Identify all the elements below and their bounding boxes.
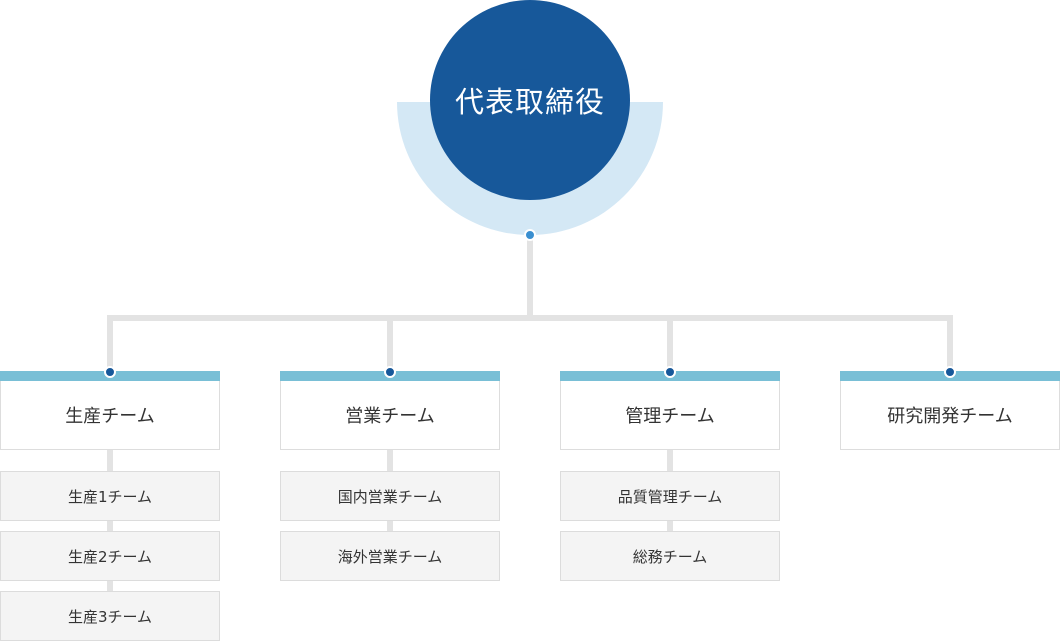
subteam-label: 生産3チーム — [67, 607, 153, 626]
subteam-box: 生産3チーム — [0, 591, 220, 641]
subteam-box: 生産2チーム — [0, 531, 220, 581]
subteam-label: 生産1チーム — [67, 487, 153, 506]
team-connector-line-3 — [667, 318, 673, 371]
subteam-label: 品質管理チーム — [617, 487, 723, 506]
ceo-node: 代表取締役 — [430, 0, 630, 200]
subteam-box: 国内営業チーム — [280, 471, 500, 521]
team-label: 研究開発チーム — [887, 406, 1013, 427]
subteam-label: 総務チーム — [632, 547, 708, 566]
team-connector-line-2 — [387, 318, 393, 371]
subteam-label: 海外営業チーム — [337, 547, 443, 566]
team-box-production: 生産チーム — [0, 371, 220, 450]
team-box-sales: 営業チーム — [280, 371, 500, 450]
team-box-management: 管理チーム — [560, 371, 780, 450]
team-connector-line-1 — [107, 318, 113, 371]
subteam-box: 総務チーム — [560, 531, 780, 581]
subteam-box: 品質管理チーム — [560, 471, 780, 521]
subteam-label: 生産2チーム — [67, 547, 153, 566]
team-connector-dot — [944, 366, 956, 378]
subteam-box: 生産1チーム — [0, 471, 220, 521]
team-box-rnd: 研究開発チーム — [840, 371, 1060, 450]
team-label: 営業チーム — [345, 406, 435, 427]
horizontal-connector-line — [107, 315, 953, 321]
team-label: 生産チーム — [65, 406, 155, 427]
team-connector-dot — [664, 366, 676, 378]
team-label: 管理チーム — [625, 406, 715, 427]
ceo-connector-dot — [524, 229, 536, 241]
team-connector-dot — [104, 366, 116, 378]
team-connector-dot — [384, 366, 396, 378]
subteam-box: 海外営業チーム — [280, 531, 500, 581]
team-connector-line-4 — [947, 318, 953, 371]
sub-connector-line-1 — [107, 450, 113, 592]
ceo-label: 代表取締役 — [454, 85, 605, 119]
ceo-connector-line — [527, 230, 533, 318]
subteam-label: 国内営業チーム — [337, 487, 443, 506]
